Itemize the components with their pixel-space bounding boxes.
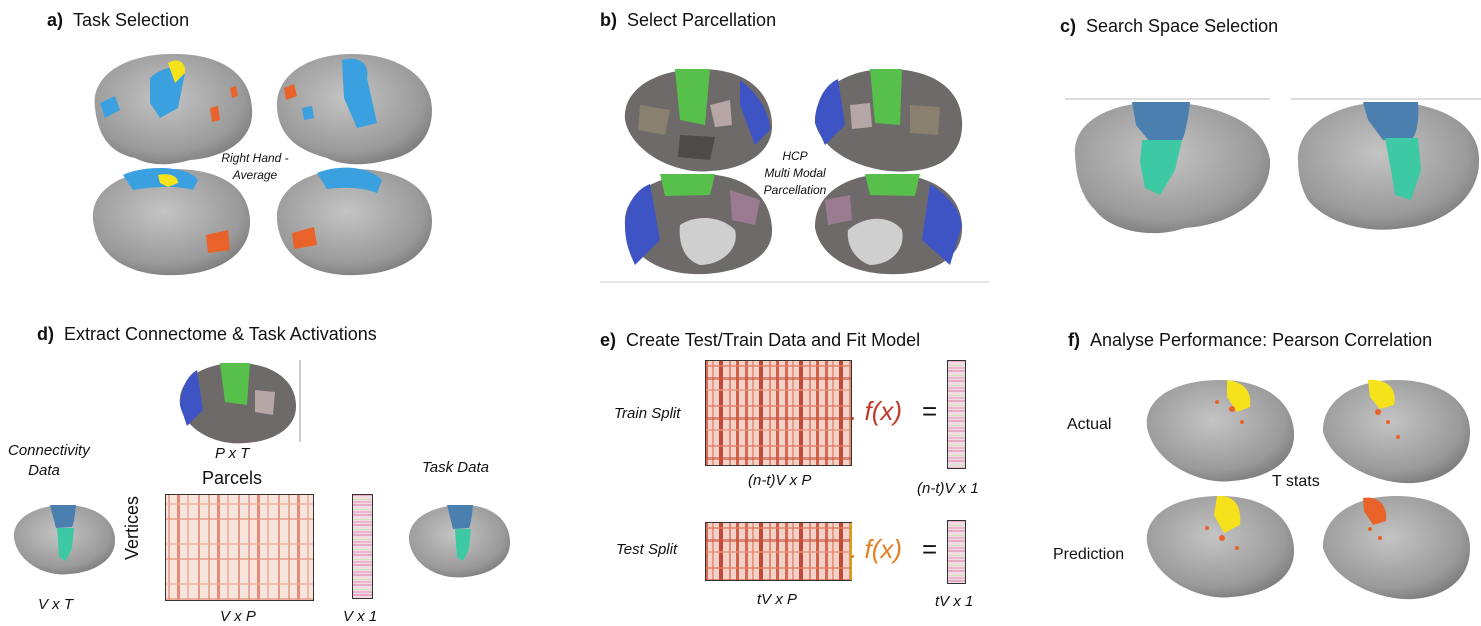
search-space-left: [1074, 102, 1271, 234]
task-data-label: Task Data: [422, 459, 489, 476]
test-equals: =: [922, 534, 938, 564]
panel-c-title: c)Search Space Selection: [1060, 16, 1279, 36]
parcels-label: Parcels: [202, 468, 263, 488]
parcellation-lateral-right: [814, 69, 963, 172]
actual-brain-left: [1146, 380, 1295, 482]
vxt-label: V x T: [38, 596, 74, 613]
vertices-label: Vertices: [122, 495, 142, 560]
panel-f-title: f)Analyse Performance: Pearson Correlati…: [1068, 330, 1433, 350]
panel-a-brains: [92, 53, 432, 276]
connectivity-brain: [13, 505, 116, 575]
train-equals: =: [922, 396, 938, 426]
panel-f-brains: [1146, 379, 1470, 600]
prediction-brain-right: [1322, 496, 1470, 600]
test-dims-label: tV x P: [757, 591, 798, 608]
train-matrix: [705, 360, 852, 466]
panel-e-title: e)Create Test/Train Data and Fit Model: [600, 330, 921, 350]
panel-d-title: d)Extract Connectome & Task Activations: [37, 324, 377, 344]
pxt-label: P x T: [215, 445, 250, 462]
brain-lateral-left: [94, 53, 253, 165]
train-out-label: (n-t)V x 1: [917, 480, 979, 497]
panel-c-brains: [1065, 98, 1481, 234]
panel-b-center-label: HCP Multi Modal Parcellation: [763, 149, 827, 197]
panel-d-parcellation-brain: [179, 360, 301, 444]
parcellation-lateral-left: [624, 69, 773, 172]
prediction-brain-left: [1146, 495, 1295, 598]
connectivity-data-label: Connectivity Data: [8, 442, 90, 479]
test-matrix: [705, 522, 852, 581]
task-data-brain: [408, 505, 511, 578]
vx1-label: V x 1: [343, 608, 378, 625]
connectome-matrix-vxp: [165, 494, 314, 601]
train-split-label: Train Split: [614, 405, 681, 422]
test-split-label: Test Split: [616, 541, 678, 558]
parcellation-medial-left: [624, 174, 773, 275]
actual-label: Actual: [1067, 416, 1112, 433]
test-out-label: tV x 1: [935, 593, 974, 610]
tstats-label: T stats: [1272, 473, 1320, 490]
search-space-right: [1297, 102, 1480, 230]
train-output-vector: [947, 360, 966, 469]
actual-brain-right: [1322, 379, 1470, 484]
prediction-label: Prediction: [1053, 546, 1125, 563]
brain-medial-left: [92, 168, 251, 276]
test-output-vector: [947, 520, 966, 584]
panel-a-center-label: Right Hand - Average: [221, 151, 289, 182]
task-vector-vx1: [352, 494, 373, 599]
panel-b-brains: [600, 69, 990, 283]
test-fx-label: . f(x): [850, 534, 903, 564]
vxp-label: V x P: [220, 608, 256, 625]
train-dims-label: (n-t)V x P: [748, 472, 812, 489]
train-fx-label: . f(x): [850, 396, 903, 426]
panel-a-title: a)Task Selection: [47, 10, 190, 30]
panel-b-title: b)Select Parcellation: [600, 10, 777, 30]
brain-medial-right: [276, 167, 432, 276]
brain-lateral-right: [276, 54, 432, 165]
parcellation-medial-right: [814, 174, 963, 275]
